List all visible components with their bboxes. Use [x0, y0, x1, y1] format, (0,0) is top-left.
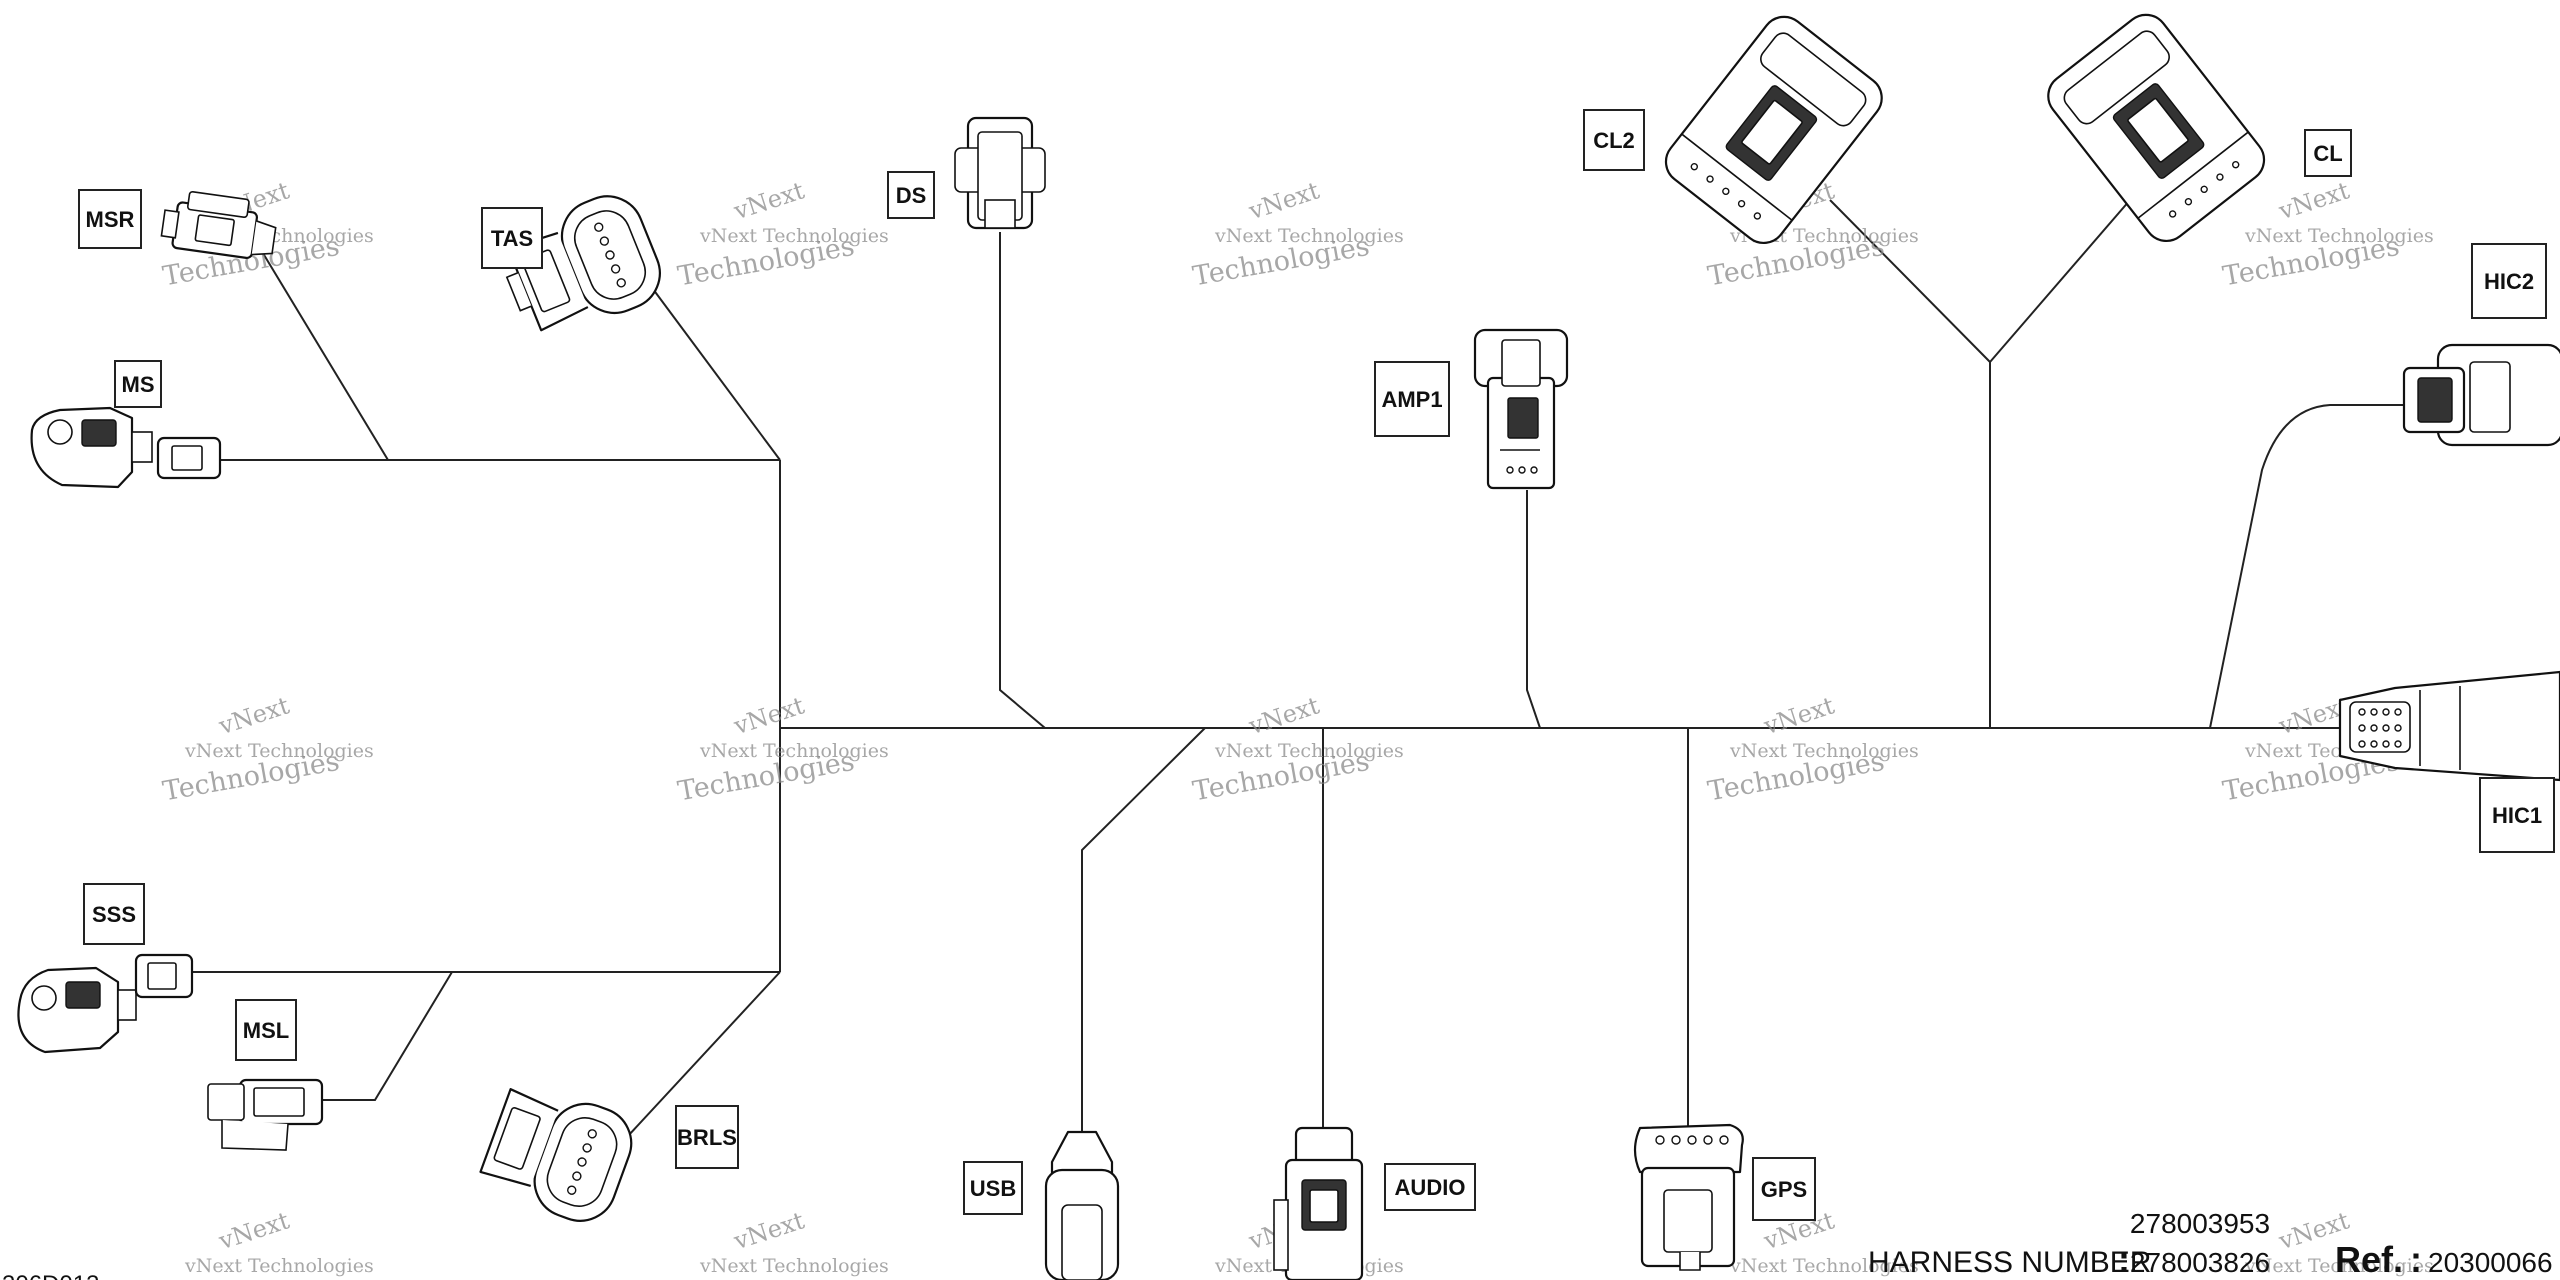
watermark: vNext vNext Technologies Technologies: [675, 176, 888, 292]
connector-hic1: [2338, 670, 2560, 782]
connector-msr: [160, 190, 277, 260]
harness-separator: :: [2118, 1239, 2130, 1280]
connector-amp1: [1473, 328, 1569, 490]
label-msl: MSL: [235, 999, 297, 1061]
ref-separator: :: [2410, 1239, 2422, 1280]
svg-text:vNext: vNext: [2275, 176, 2353, 225]
connector-msl: [207, 1078, 324, 1151]
svg-text:vNext Technologies: vNext Technologies: [1729, 740, 1919, 762]
label-usb: USB: [963, 1161, 1023, 1215]
label-cl2-text: CL2: [1593, 128, 1635, 153]
label-tas-text: TAS: [491, 226, 533, 251]
ref-label: Ref.: [2335, 1239, 2403, 1280]
harness-number-bottom: 278003826: [2130, 1247, 2270, 1278]
watermark: vNext vNext Technologies Technologies: [2220, 176, 2433, 292]
svg-text:vNext: vNext: [215, 691, 293, 740]
svg-text:vNext: vNext: [1245, 691, 1323, 740]
label-amp1-text: AMP1: [1381, 387, 1442, 412]
svg-text:vNext Technologies: vNext Technologies: [699, 1255, 889, 1277]
svg-text:vNext Technologies: vNext Technologies: [1729, 1255, 1919, 1277]
wire-usb-branch: [1081, 727, 1206, 1132]
wire-ds-branch: [999, 232, 1046, 729]
label-msl-text: MSL: [243, 1018, 289, 1043]
connector-usb: [1044, 1130, 1120, 1280]
corner-code: 306D013: [2, 1271, 99, 1280]
svg-text:vNext Technologies: vNext Technologies: [2244, 225, 2434, 247]
wire-msl-branch: [322, 971, 453, 1101]
label-brls: BRLS: [675, 1105, 739, 1169]
connector-sss: [17, 953, 194, 1054]
wire-msr-branch: [254, 239, 389, 461]
svg-text:vNext Technologies: vNext Technologies: [699, 225, 889, 247]
connector-hic2: [2402, 343, 2560, 447]
svg-text:vNext: vNext: [730, 1206, 808, 1255]
label-cl: CL: [2304, 129, 2352, 177]
svg-text:vNext: vNext: [730, 176, 808, 225]
label-hic1: HIC1: [2479, 777, 2555, 853]
harness-number-label: HARNESS NUMBER: [1868, 1246, 2151, 1279]
label-ds: DS: [887, 171, 935, 219]
wire-amp1-branch: [1526, 490, 1541, 729]
footer-block: 306D013 278003953 HARNESS NUMBER : 27800…: [2, 1208, 2553, 1280]
label-cl2: CL2: [1583, 109, 1645, 171]
label-ms-text: MS: [122, 372, 155, 397]
watermark: vNext vNext Technologies Technologies: [160, 691, 373, 807]
label-usb-text: USB: [970, 1176, 1016, 1201]
connector-tas: [505, 195, 661, 332]
label-audio: AUDIO: [1384, 1163, 1476, 1211]
connector-brls: [479, 1088, 633, 1222]
watermark: vNext vNext Technologies Technologies: [675, 691, 888, 807]
svg-text:vNext: vNext: [1245, 176, 1323, 225]
label-ds-text: DS: [896, 183, 927, 208]
wire-cl2-branch: [1829, 199, 1991, 363]
connector-cl: [2047, 13, 2266, 242]
connector-cl2: [1664, 15, 1883, 244]
label-tas: TAS: [481, 207, 543, 269]
label-hic2: HIC2: [2471, 243, 2547, 319]
wire-hic2-branch: [2209, 404, 2405, 729]
connector-gps: [1633, 1123, 1744, 1271]
connector-ms: [30, 406, 222, 489]
label-ms: MS: [114, 360, 162, 408]
svg-text:vNext: vNext: [730, 691, 808, 740]
harness-wires: [192, 199, 2460, 1151]
svg-text:vNext Technologies: vNext Technologies: [1214, 740, 1404, 762]
svg-text:vNext Technologies: vNext Technologies: [699, 740, 889, 762]
label-hic2-text: HIC2: [2484, 269, 2534, 294]
watermark: vNext vNext Technologies Technologies: [1190, 176, 1403, 292]
label-msr: MSR: [78, 189, 142, 249]
label-gps: GPS: [1752, 1157, 1816, 1221]
harness-number-top: 278003953: [2130, 1208, 2270, 1239]
label-amp1: AMP1: [1374, 361, 1450, 437]
svg-text:vNext: vNext: [215, 1206, 293, 1255]
svg-text:vNext: vNext: [1760, 691, 1838, 740]
wire-brls-branch: [614, 971, 781, 1151]
label-sss-text: SSS: [92, 902, 136, 927]
label-cl-text: CL: [2313, 141, 2342, 166]
ref-value: 20300066: [2428, 1247, 2553, 1278]
svg-text:vNext Technologies: vNext Technologies: [184, 1255, 374, 1277]
svg-text:vNext Technologies: vNext Technologies: [184, 740, 374, 762]
label-sss: SSS: [83, 883, 145, 945]
svg-text:vNext Technologies: vNext Technologies: [2244, 1255, 2434, 1277]
connector-ds: [954, 116, 1046, 230]
watermark: vNext vNext Technologies: [699, 1206, 889, 1277]
label-gps-text: GPS: [1761, 1177, 1807, 1202]
label-brls-text: BRLS: [677, 1125, 737, 1150]
label-msr-text: MSR: [86, 207, 135, 232]
label-hic1-text: HIC1: [2492, 803, 2542, 828]
connector-audio: [1273, 1126, 1364, 1280]
label-audio-text: AUDIO: [1395, 1175, 1466, 1200]
wire-cl-branch: [1989, 199, 2131, 363]
wire-tas-branch: [649, 284, 781, 461]
watermark: vNext vNext Technologies: [184, 1206, 374, 1277]
watermark: vNext vNext Technologies Technologies: [1190, 691, 1403, 807]
svg-text:vNext Technologies: vNext Technologies: [1214, 225, 1404, 247]
watermark: vNext vNext Technologies Technologies: [1705, 691, 1918, 807]
